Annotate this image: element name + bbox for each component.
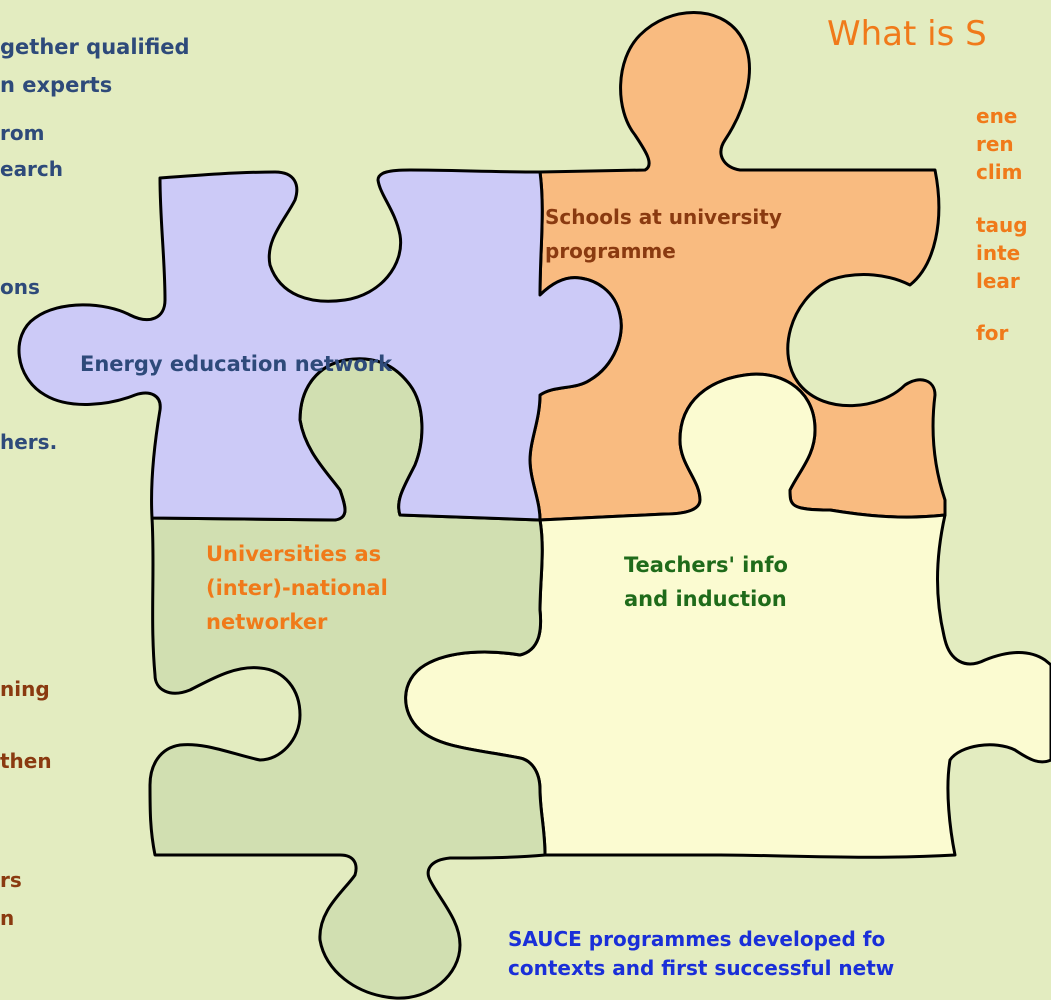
label-universities-line-2: (inter)-national: [206, 576, 388, 600]
right-text-line-5: inte: [976, 241, 1021, 265]
left-text-line-4: earch: [0, 157, 64, 181]
puzzle-piece-blue: [17, 168, 623, 522]
left-text-line-9: rs: [0, 868, 22, 892]
left-text-line-10: n: [0, 906, 15, 930]
bottom-text-line-2: contexts and first successful netw: [508, 956, 895, 980]
label-teachers-line-1: Teachers' info: [624, 553, 788, 577]
label-schools-line-1: Schools at university: [545, 205, 782, 229]
right-text-line-3: clim: [976, 160, 1023, 184]
right-text-line-2: ren: [976, 132, 1014, 156]
label-schools-line-2: programme: [545, 239, 676, 263]
left-text-line-3: rom: [0, 121, 45, 145]
left-text-line-8: then: [0, 749, 52, 773]
right-text-line-4: taug: [976, 213, 1028, 237]
right-text-line-7: for: [976, 321, 1009, 345]
label-energy-education-network: Energy education network: [80, 352, 393, 376]
label-universities-line-3: networker: [206, 610, 328, 634]
right-text-line-6: lear: [976, 269, 1020, 293]
left-text-line-7: ning: [0, 677, 50, 701]
left-text-line-2: n experts: [0, 73, 113, 97]
left-text-line-6: hers.: [0, 430, 58, 454]
right-text-line-1: ene: [976, 104, 1018, 128]
label-teachers-line-2: and induction: [624, 587, 787, 611]
label-universities-line-1: Universities as: [206, 542, 382, 566]
left-text-line-1: gether qualified: [0, 35, 190, 59]
left-text-line-5: ons: [0, 275, 40, 299]
bottom-text-line-1: SAUCE programmes developed fo: [508, 927, 886, 951]
page-title: What is S: [827, 14, 987, 54]
